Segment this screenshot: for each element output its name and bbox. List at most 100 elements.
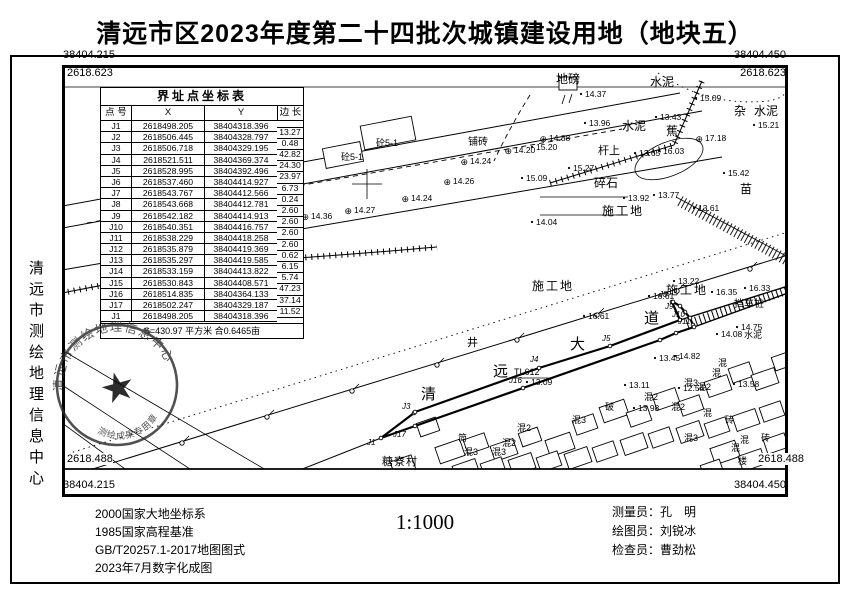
elevation-value: 14.27 [354,205,376,215]
table-cell: 38404412.781 [205,199,278,211]
map-label: TL612 [514,367,540,377]
map-label: 杂 [734,104,746,118]
boundary-point [657,337,663,343]
building-outline [321,141,365,169]
map-label: 砖 [761,432,770,443]
building [625,405,653,428]
grid-coord-bottom-left-y: 2618.488 [67,453,113,465]
length-cell: 2.60 [277,239,303,251]
building [489,437,519,463]
elevation-dot [692,206,696,210]
elevation-value: 15.09 [700,93,722,103]
table-cell: 38404414.927 [205,176,278,189]
elevation-value: 12.54 [683,383,705,393]
boundary-point [682,309,688,315]
elevation-value: 14.24 [411,193,433,203]
map-label: 混2 [502,438,516,448]
table-cell: J3 [101,143,132,155]
elevation-dot [623,383,627,387]
elevation-dot [735,325,739,329]
staff-line: 绘图员：刘锐冰 [612,524,697,538]
elevation-value: 14.08 [721,329,743,339]
elevation-value: 14.88 [549,133,571,143]
map-label: 施工地 [532,279,574,293]
map-label: 杆上 [598,143,620,157]
table-cell: 38404328.797 [205,132,278,144]
elevation-value: 13.43 [660,112,682,122]
boundary-point-label: J10 [671,310,685,319]
pole-icon [268,409,275,416]
grid-coord-top-left-y: 2618.623 [67,67,113,79]
table-cell: 38404318.396 [205,311,278,323]
map-label: 混 [703,408,712,418]
map-label: 混3 [684,433,698,443]
elevation-dot [579,92,583,96]
pole-icon [179,440,185,446]
road-edge-ne [679,285,788,321]
elevation-dot [583,121,587,125]
map-label: 道 [644,310,659,327]
building [544,431,576,458]
table-cell: 2618535.879 [132,244,205,256]
elevation-dot [652,193,656,197]
boundary-point-label: J3 [401,402,411,411]
map-label: 水泥 [650,75,674,89]
elevation-dot [743,286,747,290]
building [677,394,705,417]
table-cell: 2618514.835 [132,288,205,300]
road-edge-ne [693,292,788,328]
table-cell: 2618543.668 [132,199,205,211]
table-cell: 2618535.297 [132,255,205,267]
table-cell: J11 [101,232,132,245]
elevation-dot [632,406,636,410]
pole-icon [678,283,685,290]
elevation-dot [673,354,677,358]
map-label: 水泥 [744,329,762,340]
seal-ring [55,323,179,447]
table-cell: 2618498.205 [132,311,205,323]
building-outline [359,115,417,151]
elevation-value: 16.35 [716,287,738,297]
table-title: 界址点坐标表 [101,88,303,106]
building [517,426,543,448]
col-header-point: 点 号 [101,106,132,120]
road-edge-nw [91,254,788,469]
vegetation-boundary [634,137,704,181]
elevation-dot [633,151,637,155]
elevation-symbol: ⊕ [302,212,310,222]
elevation-symbol: ⊕ [505,146,513,156]
map-label: 混3 [464,447,478,457]
grid-coord-bottom-left-x: 38404.215 [63,479,115,491]
table-cell: 2618533.159 [132,266,205,278]
length-cell: 47.23 [277,283,303,296]
elevation-value: 13.96 [589,118,611,128]
elevation-value: 13.11 [629,380,650,390]
seal-bottom-text: 测绘成果专用章 [94,409,163,448]
elevation-symbol: ⊕ [345,206,353,216]
map-label: 苗 [740,182,752,196]
area-summary: S=430.97 平方米 合0.6465亩 [101,322,303,338]
table-header: 点 号 X Y 边 长 [101,106,303,121]
elevation-dot [653,356,657,360]
elevation-symbol: ⊕ [540,134,548,144]
map-label: 混3 [684,378,698,388]
map-label: 混2 [697,382,711,392]
elevation-value: 13.58 [738,379,760,389]
elevation-dot [672,279,676,283]
table-cell: 2618540.351 [132,221,205,233]
elevation-dot [752,123,756,127]
table-cell: 2618537.460 [132,176,205,189]
elevation-value: 14.26 [453,176,475,186]
length-cell: 6.15 [277,261,303,274]
length-cell: 5.74 [277,272,303,285]
map-label: 混2 [644,392,658,402]
elevation-value: 15.09 [526,173,548,183]
pole-icon [183,435,190,442]
map-label: 施工地 [602,204,644,218]
boundary-point [691,324,697,330]
grid-coord-top-right-y: 2618.623 [740,67,786,79]
table-cell: 38404418.258 [205,232,278,245]
